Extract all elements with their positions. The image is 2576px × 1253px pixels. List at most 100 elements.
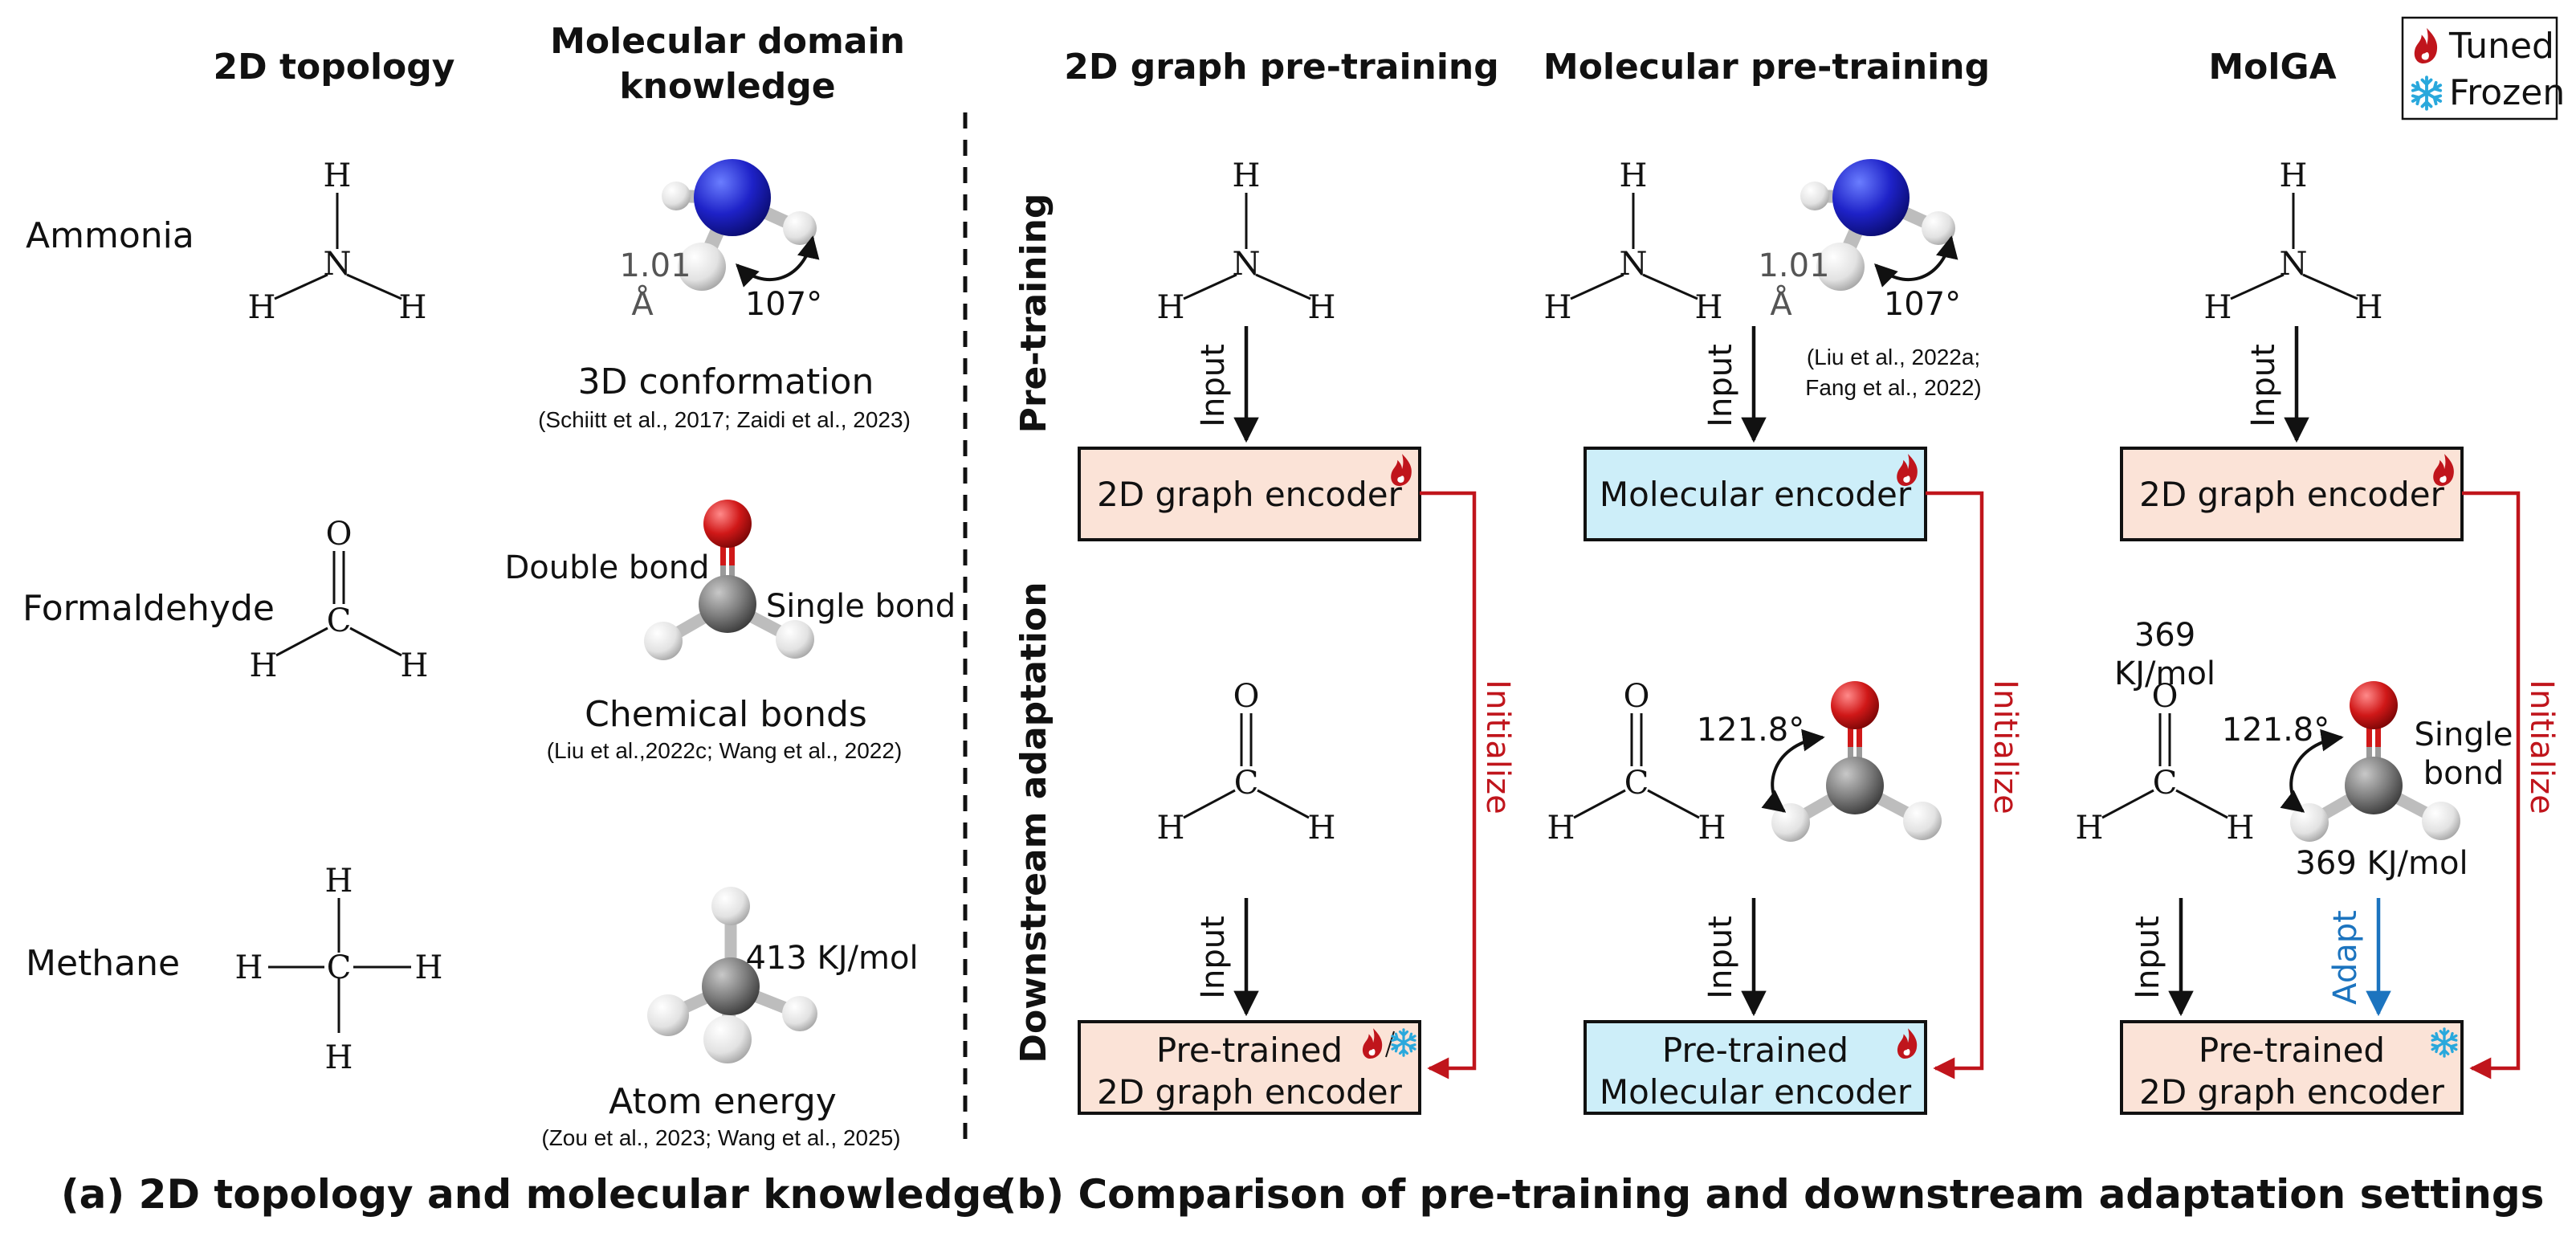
- atom-h: H: [324, 157, 352, 194]
- row-pretraining: Pre-training: [1013, 194, 1054, 434]
- input-label: Input: [1195, 344, 1232, 427]
- atom-h: H: [2280, 157, 2308, 194]
- legend-frozen: Frozen: [2449, 72, 2565, 113]
- atom-energy-label: Atom energy: [609, 1081, 837, 1122]
- row-downstream-adaptation: Downstream adaptation: [1013, 582, 1054, 1063]
- column-molga: MolGA: [2208, 47, 2336, 88]
- atom-h: H: [1698, 810, 1726, 847]
- atom-h: H: [2227, 810, 2255, 847]
- methane-3d-model: 413 KJ/mol Atom energy (Zou et al., 2023…: [541, 887, 919, 1150]
- header-domain-knowledge-1: Molecular domain: [550, 21, 905, 62]
- atom-c: C: [327, 602, 352, 639]
- bond-length-value: 1.01: [1758, 247, 1829, 284]
- pretrained-label: Pre-trained: [1156, 1031, 1343, 1070]
- atom-o: O: [1624, 678, 1650, 715]
- conformation-label: 3D conformation: [578, 361, 874, 402]
- bond-length-value: 1.01: [619, 247, 691, 284]
- initialize-arrow: [1926, 491, 1984, 1080]
- chemical-bonds-label: Chemical bonds: [585, 694, 867, 735]
- label-ammonia: Ammonia: [26, 215, 194, 256]
- graph-encoder-label: 2D graph encoder: [1097, 475, 1402, 514]
- atom-h: H: [1233, 157, 1261, 194]
- atom-h: H: [2355, 289, 2383, 326]
- atom-c: C: [1234, 765, 1259, 802]
- atom-h: H: [325, 1039, 353, 1076]
- initialize-label: Initialize: [1987, 680, 2024, 814]
- atom-o: O: [326, 516, 353, 553]
- energy-value: 369: [2134, 617, 2195, 654]
- atom-h: H: [1308, 810, 1336, 847]
- initialize-arrow: [1420, 491, 1477, 1080]
- angle-label: 107°: [1884, 286, 1961, 323]
- atom-h: H: [401, 647, 429, 684]
- energy-full-label: 369 KJ/mol: [2295, 845, 2468, 882]
- initialize-label: Initialize: [1479, 680, 1516, 814]
- ammonia-2d-structure: H N H H: [248, 157, 427, 326]
- pretrained-label: Pre-trained: [1662, 1031, 1848, 1070]
- label-methane: Methane: [26, 943, 180, 984]
- panel-b: 2D graph pre-training Molecular pre-trai…: [999, 47, 2560, 1218]
- atom-n: N: [1620, 246, 1648, 283]
- atom-h: H: [1157, 289, 1185, 326]
- pretrained-molecular-encoder-box: [1584, 1020, 1927, 1115]
- single-label-1: Single: [2415, 716, 2513, 753]
- atom-o: O: [2152, 678, 2179, 715]
- atom-h: H: [2076, 810, 2104, 847]
- pretrained-label: Pre-trained: [2199, 1031, 2385, 1070]
- pretrained-graph-encoder-box: [1078, 1020, 1421, 1115]
- caption-a: (a) 2D topology and molecular knowledge: [61, 1171, 1009, 1218]
- header-2d-topology: 2D topology: [214, 47, 455, 88]
- label-formaldehyde: Formaldehyde: [22, 588, 275, 629]
- formaldehyde-2d-structure: O C H H: [1547, 678, 1726, 847]
- caption-b: (b) Comparison of pre-training and downs…: [999, 1171, 2545, 1218]
- atom-o: O: [1233, 678, 1260, 715]
- chemical-bonds-citation: (Liu et al.,2022c; Wang et al., 2022): [547, 738, 903, 763]
- molecular-encoder-label: Molecular encoder: [1600, 475, 1912, 514]
- initialize-label: Initialize: [2523, 680, 2560, 814]
- energy-label: 413 KJ/mol: [745, 940, 918, 977]
- panel-a: 2D topology Molecular domain knowledge A…: [22, 21, 1009, 1218]
- bond-length-unit: Å: [1770, 284, 1792, 323]
- initialize-arrow: [2462, 491, 2521, 1080]
- pretrained-encoder-label: 2D graph encoder: [2139, 1072, 2444, 1112]
- formaldehyde-3d-model: Double bond Single bond Chemical bonds (…: [504, 500, 956, 763]
- atom-c: C: [1624, 765, 1649, 802]
- angle-label: 107°: [745, 286, 822, 323]
- formaldehyde-2d-structure: O C H H: [2076, 678, 2255, 847]
- graph-encoder-box: [1078, 447, 1421, 541]
- ammonia-3d-model: 1.01 Å 107° (Liu et al., 2022a; Fang et …: [1758, 159, 1982, 400]
- column-2d-graph-pretraining: 2D graph pre-training: [1064, 47, 1499, 88]
- ammonia-2d-structure: H N H H: [1157, 157, 1336, 326]
- atom-h: H: [325, 863, 353, 900]
- atom-n: N: [2280, 246, 2308, 283]
- single-label-2: bond: [2423, 755, 2505, 792]
- atom-h: H: [1695, 289, 1723, 326]
- formaldehyde-2d-structure: O C H H: [1157, 678, 1336, 847]
- conformation-citation: (Schiitt et al., 2017; Zaidi et al., 202…: [538, 407, 911, 432]
- methane-2d-structure: H H C H H: [235, 863, 443, 1076]
- atom-n: N: [1233, 246, 1261, 283]
- angle-label: 121.8°: [2222, 712, 2330, 749]
- formaldehyde-3d-model: 121.8° Single bond 369 KJ/mol: [2222, 681, 2513, 882]
- input-label: Input: [2245, 344, 2282, 427]
- graph-encoder-label: 2D graph encoder: [2139, 475, 2444, 514]
- pretrained-encoder-label: Molecular encoder: [1600, 1072, 1912, 1112]
- ammonia-2d-structure: H N H H: [2204, 157, 2383, 326]
- bond-length-unit: Å: [631, 284, 654, 323]
- angle-label: 121.8°: [1697, 712, 1805, 749]
- formaldehyde-2d-structure: O C H H: [250, 516, 429, 684]
- input-label: Input: [1702, 916, 1739, 999]
- atom-h: H: [1157, 810, 1185, 847]
- pretrained-graph-encoder-box: [2120, 1020, 2464, 1115]
- atom-h: H: [250, 647, 278, 684]
- atom-c: C: [327, 949, 352, 986]
- graph-encoder-box: [2120, 447, 2464, 541]
- legend: Tuned Frozen: [2401, 16, 2565, 120]
- input-label: Input: [1702, 344, 1739, 427]
- atom-h: H: [235, 949, 263, 986]
- ammonia-2d-structure: H N H H: [1544, 157, 1723, 326]
- ammonia-3d-model: 1.01 Å 107° 3D conformation (Schiitt et …: [538, 159, 911, 432]
- citation-line-2: Fang et al., 2022): [1805, 375, 1981, 400]
- input-label: Input: [2130, 916, 2166, 999]
